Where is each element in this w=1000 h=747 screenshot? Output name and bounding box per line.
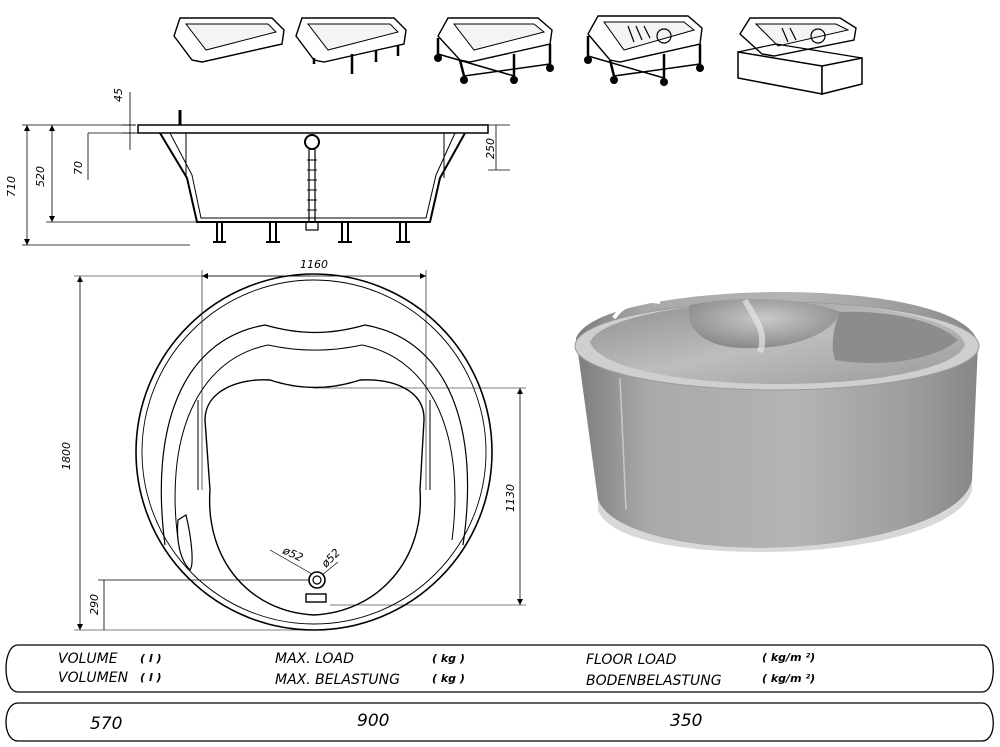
side-view-drawing xyxy=(22,92,510,246)
floor-value: 350 xyxy=(670,711,702,731)
spec-values-frame xyxy=(5,702,994,742)
dim-total-height: 710 xyxy=(5,176,18,197)
volume-unit-de: ( l ) xyxy=(140,671,161,684)
variant-thumbnails xyxy=(173,15,863,95)
top-view-dimensions: 1160 1800 1130 290 ø52 ø52 xyxy=(60,258,517,615)
bathtub-3d-render xyxy=(574,292,980,552)
floor-unit-de: ( kg/m ²) xyxy=(762,672,815,685)
dim-width: 1160 xyxy=(300,258,328,271)
dim-drain-dia-2: ø52 xyxy=(318,546,343,571)
floor-label-de: BODENBELASTUNG xyxy=(586,673,722,689)
dim-drain-dia-1: ø52 xyxy=(280,544,305,565)
load-unit-de: ( kg ) xyxy=(432,672,465,685)
floor-label-en: FLOOR LOAD xyxy=(586,652,677,668)
volume-label-en: VOLUME xyxy=(58,651,118,667)
variant-bathtub-legs xyxy=(295,17,407,74)
load-label-de: MAX. BELASTUNG xyxy=(275,672,400,688)
volume-value: 570 xyxy=(90,714,122,734)
dim-diameter: 1800 xyxy=(60,442,73,470)
dim-rim: 45 xyxy=(112,88,125,102)
variant-bathtub-plain xyxy=(173,17,285,63)
floor-unit-en: ( kg/m ²) xyxy=(762,651,815,664)
variant-bathtub-hydromassage xyxy=(584,15,704,86)
side-view-dimensions: 710 520 45 70 250 xyxy=(5,88,497,197)
load-unit-en: ( kg ) xyxy=(432,652,465,665)
volume-unit-en: ( l ) xyxy=(140,652,161,665)
spec-table: VOLUME VOLUMEN ( l ) ( l ) MAX. LOAD MAX… xyxy=(5,644,994,742)
variant-bathtub-frame xyxy=(434,17,554,84)
load-label-en: MAX. LOAD xyxy=(275,651,354,667)
dim-seat: 250 xyxy=(484,138,497,159)
dim-inner: 70 xyxy=(72,161,85,175)
variant-bathtub-panel xyxy=(737,17,863,95)
spec-header-frame xyxy=(5,644,994,693)
dim-depth-zone: 1130 xyxy=(504,484,517,512)
top-view-drawing xyxy=(74,270,526,631)
dim-tub-height: 520 xyxy=(34,166,47,187)
volume-label-de: VOLUMEN xyxy=(58,670,129,686)
dim-drain-offset: 290 xyxy=(88,594,101,615)
load-value: 900 xyxy=(357,711,389,731)
